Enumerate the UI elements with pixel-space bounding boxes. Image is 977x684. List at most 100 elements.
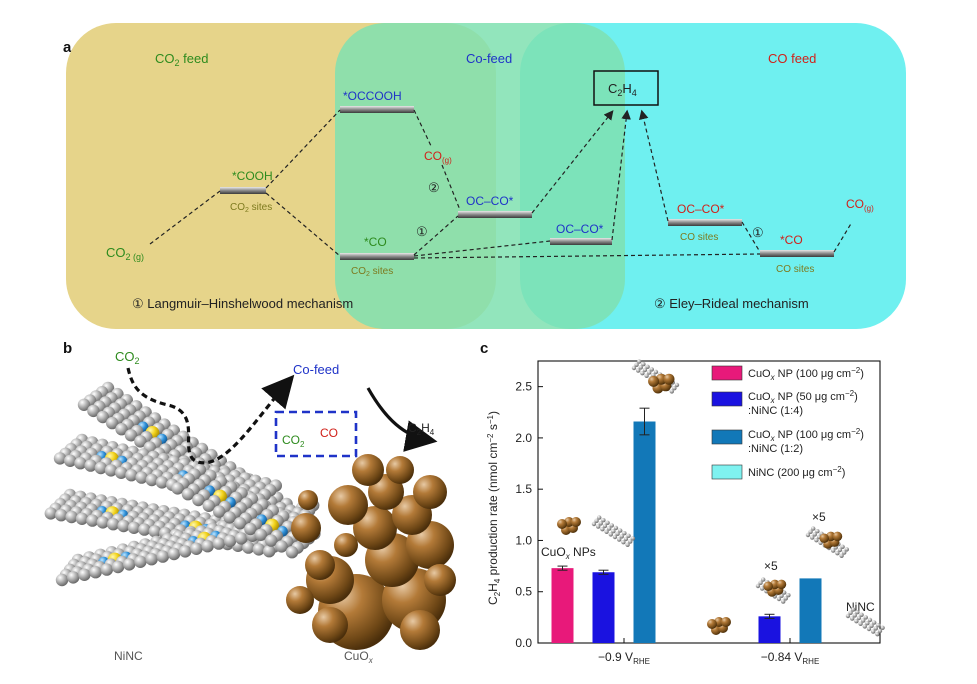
plot-frame — [537, 360, 881, 644]
ninc-icon — [877, 628, 883, 634]
ninc-icon — [865, 621, 870, 626]
ninc-icon — [875, 632, 880, 637]
cuox-sphere — [400, 610, 440, 650]
species-occo-right2: OC–CO* — [677, 202, 725, 216]
sheet-atom — [78, 568, 91, 581]
ninc-icon — [758, 580, 763, 585]
region-cofeed-mid — [335, 23, 625, 329]
legend-text-1: CuOx NP (50 μg cm−2) — [748, 389, 858, 405]
ninc-icon — [852, 613, 857, 618]
legend-swatch-2 — [711, 429, 743, 445]
sheet-atom — [44, 507, 57, 520]
y-tick-label: 0.5 — [515, 585, 532, 599]
sheet-atom — [94, 461, 108, 475]
ninc-icon — [641, 362, 646, 367]
level-co-left — [340, 253, 414, 260]
c2h4-arrow — [366, 387, 438, 452]
sheet-atom — [148, 525, 161, 538]
legend-swatch-3 — [711, 464, 743, 480]
level-occo-right2 — [668, 219, 742, 226]
sheet-atom — [115, 466, 128, 479]
ninc-icon — [594, 518, 599, 523]
ninc-icon — [604, 529, 609, 534]
sheet-atom — [135, 471, 148, 484]
ninc-icon — [755, 583, 761, 589]
bar — [799, 578, 822, 643]
bar — [633, 421, 656, 643]
sheet-atom — [127, 521, 141, 534]
ninc-icon — [638, 365, 643, 370]
ninc-icon — [876, 623, 881, 628]
sheet-atom — [100, 563, 114, 576]
co2-path-arrow — [126, 367, 295, 465]
site-co-right: CO sites — [776, 264, 814, 275]
ninc-icon — [869, 623, 874, 628]
legend-swatch-1 — [711, 391, 743, 407]
sheet-atom — [107, 518, 120, 531]
ninc-icon — [835, 551, 840, 556]
sheet-atom — [252, 543, 265, 556]
ninc-icon — [858, 621, 863, 626]
site-co-left: CO2 sites — [351, 266, 393, 278]
ninc-icon — [613, 525, 619, 531]
sheet-atom — [156, 550, 169, 563]
sheet-atom — [84, 459, 97, 472]
ninc-icon — [674, 382, 680, 388]
species-co-right: *CO — [780, 233, 803, 247]
box-co: CO — [320, 426, 338, 440]
sheet-atom — [275, 540, 288, 553]
ninc-icon — [644, 373, 649, 378]
species-occcooh: *OCCOOH — [343, 89, 402, 103]
sheet-atom — [134, 555, 147, 568]
legend-eley: ② Eley–Rideal mechanism — [654, 296, 809, 311]
panel-c: c C2H4 production rate (nmol cm−2 s−1) 0… — [480, 340, 885, 666]
ninc-icon — [844, 547, 849, 552]
cuox-icon — [648, 375, 660, 387]
ninc-icon — [591, 521, 597, 527]
sheet-atom — [75, 512, 89, 525]
ninc-icon — [805, 532, 811, 538]
cuox-sphere — [312, 607, 348, 643]
ninc-icon — [649, 367, 654, 372]
cuox-icon — [832, 531, 843, 542]
cuox-sphere — [328, 485, 368, 525]
cuox-icon — [776, 579, 787, 590]
sheet-atom — [171, 482, 184, 495]
ninc-icon — [815, 529, 820, 534]
ninc-icon — [609, 523, 614, 528]
species-cog-right: CO(g) — [846, 197, 874, 213]
ninc-icon — [859, 612, 864, 617]
level-occo-right1 — [550, 238, 612, 245]
marker-one-mid: ① — [416, 224, 428, 239]
ninc-icon — [840, 544, 845, 549]
sheet-atom — [145, 553, 158, 566]
chart-icons — [557, 359, 885, 637]
ninc-icon — [783, 596, 788, 601]
ninc-icon — [634, 362, 639, 367]
ninc-icon — [631, 365, 637, 371]
ninc-icon — [642, 367, 648, 373]
ninc-icon — [760, 586, 765, 591]
cuox-sphere — [305, 550, 335, 580]
legend-text-2b: :NiNC (1:2) — [748, 443, 803, 455]
panel-b: b CO2 Co-feed CO2 CO C2H4 NiNC CuOx — [44, 340, 456, 665]
sheet-atom — [106, 416, 119, 430]
ninc-icon — [873, 626, 878, 631]
y-tick-label: 2.0 — [515, 431, 532, 445]
box-co2: CO2 — [282, 433, 305, 449]
level-co-right — [760, 250, 834, 257]
sheet-atom — [115, 423, 128, 436]
cuox-icon — [819, 533, 829, 544]
ninc-icon — [842, 550, 847, 555]
level-cooh — [220, 187, 266, 194]
bar — [551, 568, 574, 643]
sheet-atom — [235, 532, 248, 545]
marker-two-mid: ② — [428, 180, 440, 195]
ninc-icon — [867, 617, 873, 623]
sheet-atom — [63, 454, 77, 467]
chart-plot: 0.00.51.01.52.02.5−0.9 VRHE−0.84 VRHE — [515, 360, 881, 666]
ninc-icon — [615, 531, 620, 536]
ninc-icon — [880, 625, 885, 630]
ninc-icon — [600, 527, 605, 532]
sheet-atom — [155, 476, 169, 489]
